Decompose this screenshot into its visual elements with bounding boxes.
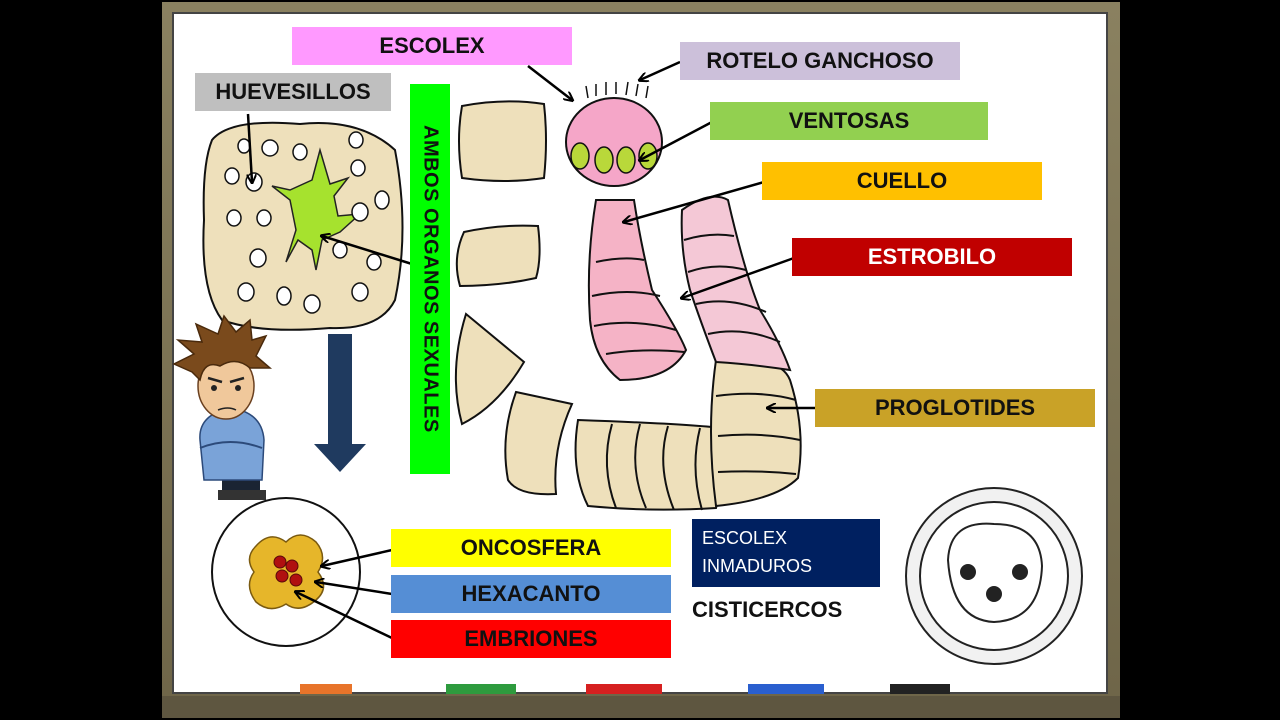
marker-tray [162, 696, 1120, 718]
label-escolex: ESCOLEX [292, 27, 572, 65]
proglottid-cell [202, 121, 404, 331]
pointer-arrows [248, 60, 818, 640]
label-cuello: CUELLO [762, 162, 1042, 200]
label-estrobilo: ESTROBILO [792, 238, 1072, 276]
label-ventosas: VENTOSAS [710, 102, 988, 140]
label-escolex-inmaduros: ESCOLEX INMADUROS [692, 519, 880, 587]
label-cisticercos: CISTICERCOS [692, 597, 843, 622]
oncosphere-circle [211, 497, 361, 647]
label-proglotides: PROGLOTIDES [815, 389, 1095, 427]
inmaduros-line-1: ESCOLEX [702, 528, 788, 548]
label-hexacanto: HEXACANTO [391, 575, 671, 613]
inmaduros-line-2: INMADUROS [702, 556, 813, 576]
cartoon-man [172, 314, 273, 500]
label-huevesillos: HUEVESILLOS [195, 73, 391, 111]
label-rotelo-ganchoso: ROTELO GANCHOSO [680, 42, 960, 80]
worm-body [454, 100, 802, 511]
cysticercus [905, 487, 1083, 665]
label-oncosfera: ONCOSFERA [391, 529, 671, 567]
down-arrow-icon [314, 334, 366, 472]
markers [300, 684, 950, 694]
label-ambos-organos: AMBOS ORGANOS SEXUALES [410, 84, 450, 474]
scolex-head [565, 81, 663, 187]
label-embriones: EMBRIONES [391, 620, 671, 658]
